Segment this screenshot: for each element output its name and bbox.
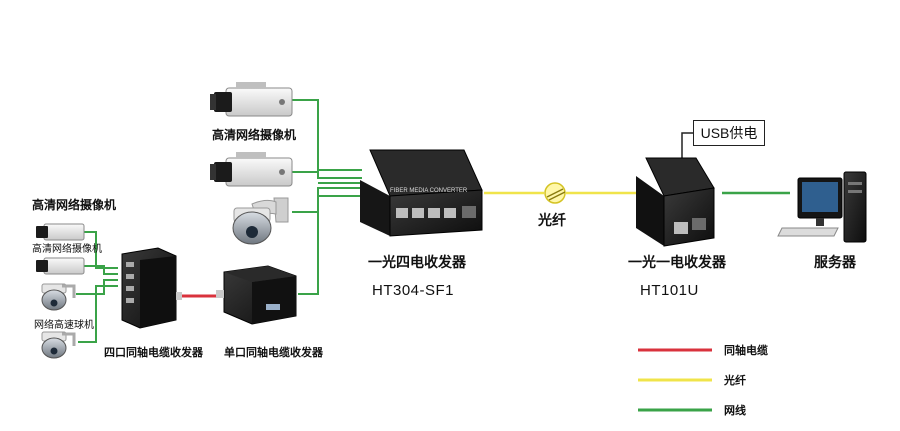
legend <box>638 348 712 412</box>
server-icon <box>777 171 867 243</box>
network-link-single-coax <box>298 195 362 295</box>
legend-label-network: 网线 <box>724 404 746 417</box>
label-model-ht101u: HT101U <box>640 282 699 299</box>
usb-power-label: USB供电 <box>693 120 765 146</box>
usb-power-line <box>681 132 693 162</box>
label-one-fiber-one-elec: 一光一电收发器 <box>628 255 726 271</box>
network-link-small-dome-2 <box>78 285 118 343</box>
media-converter-icon <box>636 157 715 247</box>
network-link-camera-top <box>292 99 362 171</box>
media-converter-icon: FIBER MEDIA CONVERTER <box>360 149 483 237</box>
speed-dome-icon <box>41 331 76 359</box>
label-hd-camera-top: 高清网络摄像机 <box>212 128 297 142</box>
label-fiber: 光纤 <box>538 213 566 229</box>
box-camera-icon <box>36 223 85 241</box>
network-links-to-four-port <box>76 231 118 343</box>
legend-label-fiber: 光纤 <box>724 374 746 387</box>
label-hd-camera-left: 高清网络摄像机 <box>32 198 117 212</box>
label-speed-dome-small: 网络高速球机 <box>34 320 94 331</box>
label-model-ht304: HT304-SF1 <box>372 282 455 299</box>
network-link-speed-dome <box>292 187 362 213</box>
coax-transceiver-icon <box>121 247 182 329</box>
speed-dome-icon <box>232 197 289 245</box>
box-camera-icon <box>36 257 85 275</box>
label-hd-camera-small: 高清网络摄像机 <box>32 244 102 255</box>
network-links-to-ht304 <box>292 99 362 295</box>
box-camera-icon <box>210 82 293 117</box>
network-link-small-cam-1 <box>84 231 118 269</box>
legend-label-coax: 同轴电缆 <box>724 344 768 357</box>
network-link-camera-middle <box>292 171 362 179</box>
label-one-fiber-four-elec: 一光四电收发器 <box>368 255 466 271</box>
label-four-port-coax: 四口同轴电缆收发器 <box>104 346 203 359</box>
fiber-connector-icon <box>544 182 566 204</box>
network-link-small-cam-2 <box>84 265 118 275</box>
label-server: 服务器 <box>814 255 856 271</box>
fmc-title-text: FIBER MEDIA CONVERTER <box>390 188 468 194</box>
box-camera-icon <box>210 152 293 187</box>
speed-dome-icon <box>41 283 76 311</box>
coax-transceiver-icon <box>216 265 297 325</box>
label-single-port-coax: 单口同轴电缆收发器 <box>224 346 323 359</box>
